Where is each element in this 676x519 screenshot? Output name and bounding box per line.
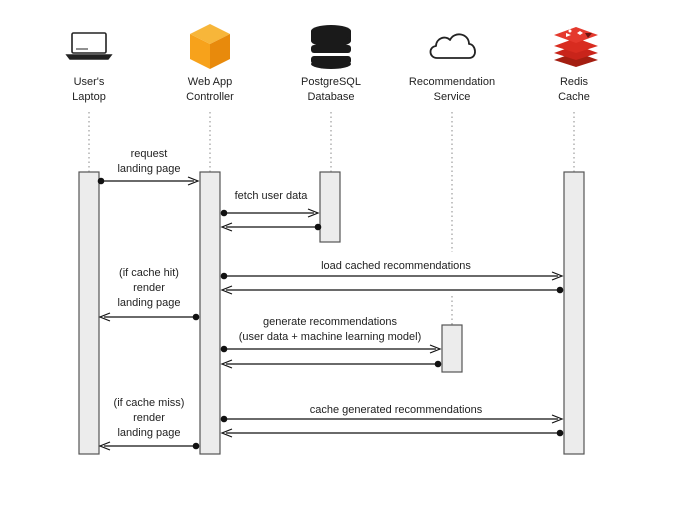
message-cache-miss-render	[98, 441, 200, 451]
message-label-generate-1: generate recommendations	[263, 316, 397, 328]
message-label-cache-miss-1: (if cache miss)	[114, 397, 185, 409]
participant-label-laptop-1: User's	[74, 76, 105, 88]
participant-label-webapp-2: Controller	[186, 91, 234, 103]
message-cache-generated	[220, 414, 564, 424]
message-fetch-user-data-return	[220, 222, 322, 232]
participant-label-webapp-1: Web App	[188, 76, 232, 88]
message-label-cache-hit-2: render	[133, 282, 165, 294]
participant-label-recsvc-1: Recommendation	[409, 76, 495, 88]
message-label-generate-2: (user data + machine learning model)	[239, 331, 422, 343]
participant-label-redis-1: Redis	[560, 76, 589, 88]
message-label-cache-miss-2: render	[133, 412, 165, 424]
message-cache-generated-return	[220, 428, 564, 438]
message-label-request-2: landing page	[117, 163, 180, 175]
message-label-cache-generated: cache generated recommendations	[310, 404, 483, 416]
message-generate-recommendations	[220, 344, 442, 354]
participant-label-laptop-2: Laptop	[72, 91, 106, 103]
redis-icon	[554, 27, 598, 67]
message-load-cached-return	[220, 285, 564, 295]
aws-cube-icon	[190, 24, 230, 69]
activation-recsvc	[441, 324, 463, 373]
message-label-cache-miss-3: landing page	[117, 427, 180, 439]
message-label-request-1: request	[131, 148, 168, 160]
message-label-cache-hit-3: landing page	[117, 297, 180, 309]
activation-laptop	[78, 171, 100, 455]
message-label-cache-hit-1: (if cache hit)	[119, 267, 179, 279]
participant-label-postgres-1: PostgreSQL	[301, 76, 361, 88]
message-fetch-user-data	[220, 208, 320, 218]
participant-label-recsvc-2: Service	[434, 91, 471, 103]
message-generate-recommendations-return	[220, 359, 442, 369]
message-label-fetch: fetch user data	[235, 190, 309, 202]
laptop-icon	[65, 32, 113, 60]
message-label-load-cached: load cached recommendations	[321, 260, 471, 272]
cloud-icon	[429, 33, 476, 59]
participant-label-redis-2: Cache	[558, 91, 590, 103]
participant-label-postgres-2: Database	[307, 91, 354, 103]
activation-postgres	[319, 171, 341, 243]
activation-redis	[563, 171, 585, 455]
message-request-landing	[97, 176, 200, 186]
message-cache-hit-render	[98, 312, 200, 322]
message-load-cached	[220, 271, 564, 281]
activation-webapp	[199, 171, 221, 455]
database-icon	[311, 25, 351, 69]
